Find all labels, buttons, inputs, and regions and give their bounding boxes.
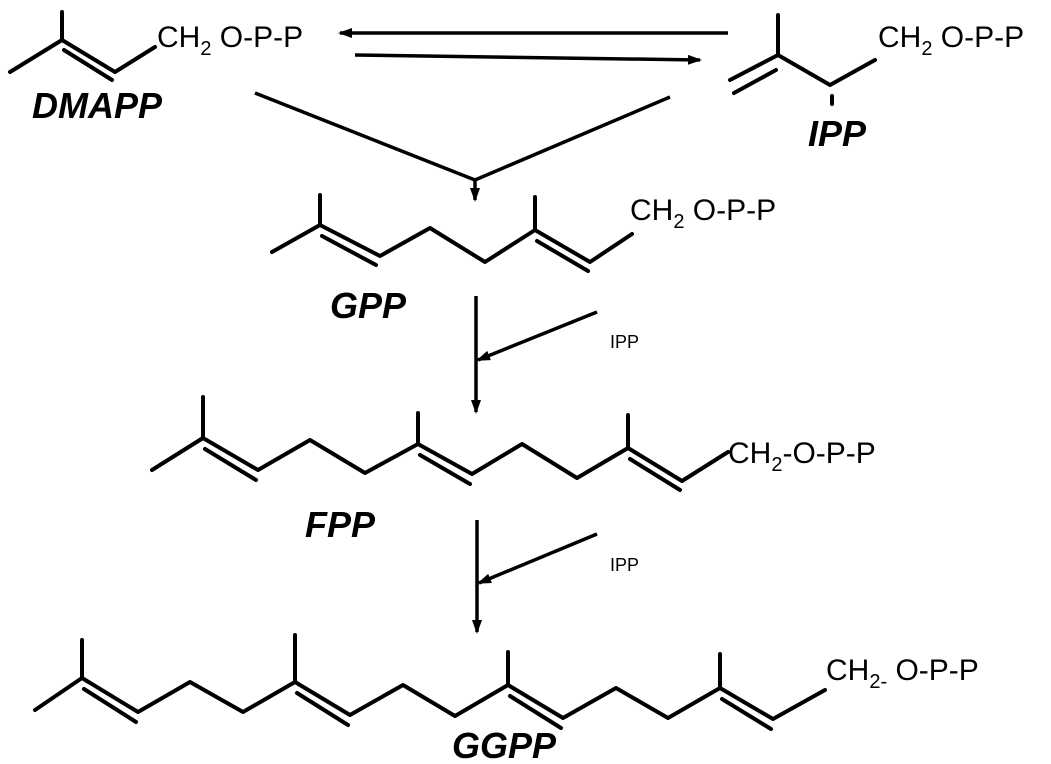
ipp-reagent-label-2: IPP: [610, 555, 639, 575]
ipp-condensation-line: [474, 95, 671, 182]
gpp-label: GPP: [330, 285, 407, 326]
gpp-ch2-label: CH2 O-P-P: [630, 194, 776, 233]
dmapp-condensation-line: [254, 91, 476, 182]
dmapp-label: DMAPP: [32, 85, 163, 126]
fpp-ch2-label: CH2-O-P-P: [728, 437, 876, 476]
ipp-reagent-label-1: IPP: [610, 332, 639, 352]
fpp-label: FPP: [305, 504, 376, 545]
dmapp-structure: [8, 10, 157, 82]
dmapp-ch2-label: CH2 O-P-P: [157, 21, 303, 60]
ipp-addition-arrow-1: [476, 310, 598, 362]
fpp-structure: [150, 395, 730, 492]
dmapp-to-ipp-arrow: [354, 53, 702, 65]
ggpp-label: GGPP: [452, 725, 557, 764]
ipp-structure: [728, 13, 877, 106]
ggpp-structure: [33, 633, 827, 731]
ipp-ch2-label: CH2 O-P-P: [878, 21, 1024, 60]
gpp-structure: [270, 193, 634, 273]
ggpp-ch2-label: CH2- O-P-P: [826, 654, 979, 693]
ipp-label: IPP: [808, 113, 867, 154]
ipp-addition-arrow-2: [477, 532, 598, 585]
